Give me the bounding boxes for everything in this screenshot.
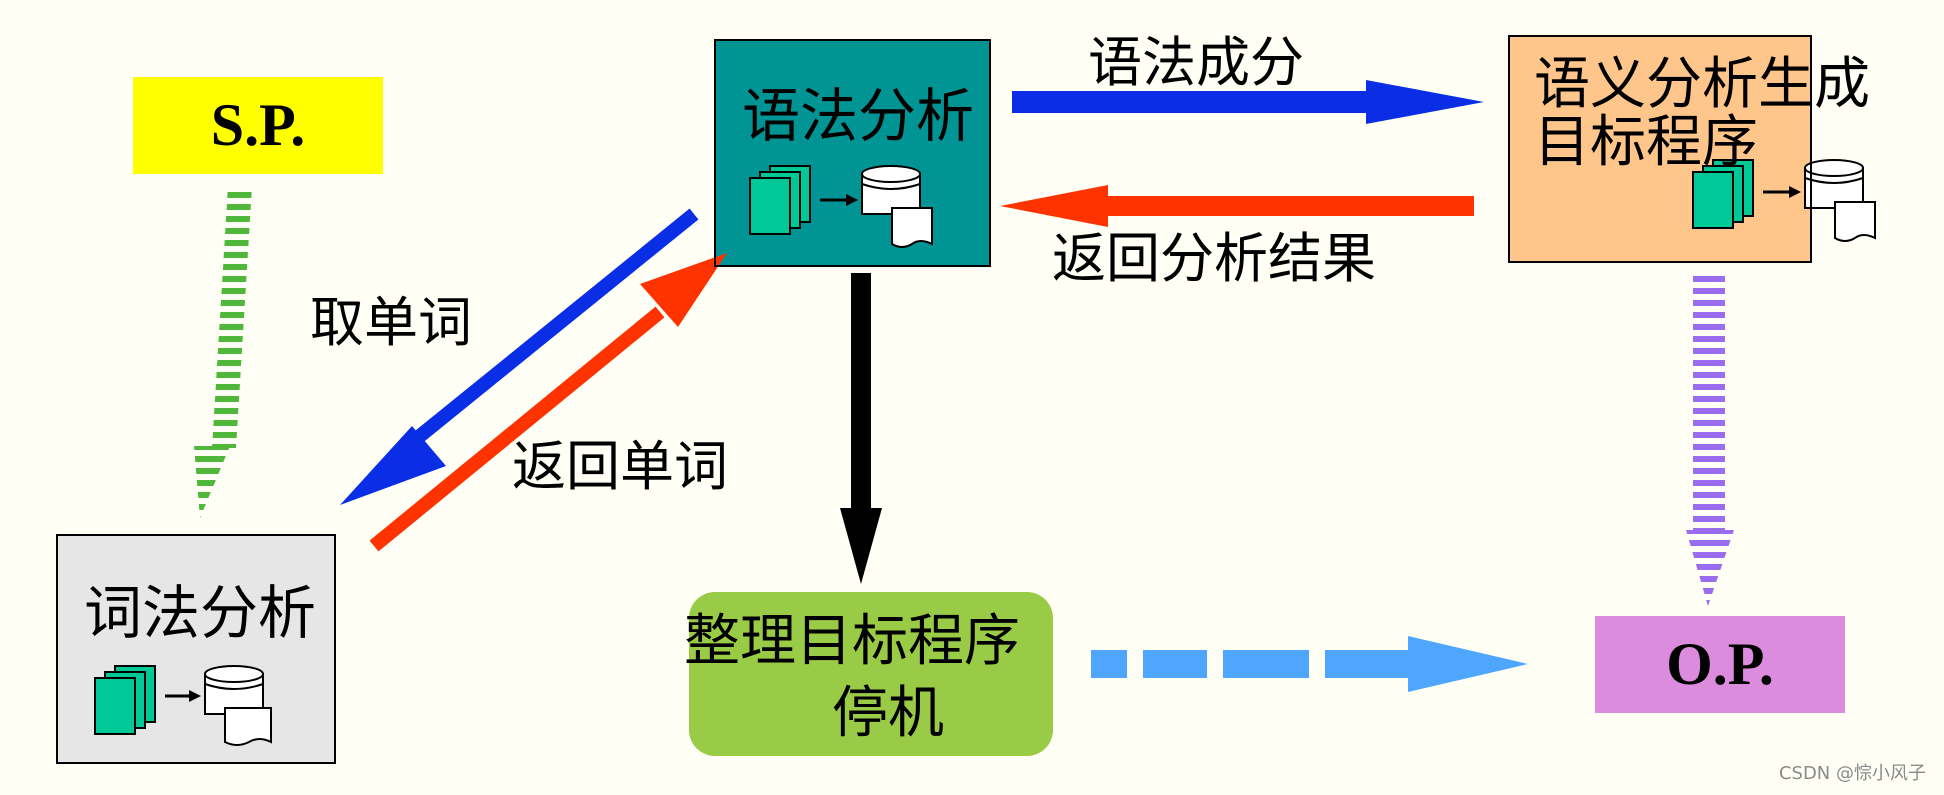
source-program-box: S.P.	[133, 77, 383, 174]
get-word-label: 取单词	[310, 291, 472, 354]
organize-target-program-label: 整理目标程序	[684, 609, 1020, 674]
organize-target-program-box: 整理目标程序 停机	[684, 592, 1053, 756]
get-word-arrow	[340, 208, 699, 505]
syntax-component-arrow	[1012, 80, 1484, 124]
semantic-analysis-box: 语义分析生成 目标程序	[1508, 35, 1870, 263]
syntax-analysis-label: 语法分析	[742, 82, 975, 150]
semantic-analysis-label-line1: 语义分析生成	[1534, 52, 1870, 117]
syntax-to-organize-arrow	[840, 273, 882, 584]
semantic-to-op-arrow	[1686, 273, 1734, 606]
semantic-analysis-label-line2: 目标程序	[1534, 110, 1758, 175]
organize-to-op-arrow	[1091, 636, 1528, 692]
syntax-component-label: 语法成分	[1088, 31, 1304, 94]
return-word-label: 返回单词	[512, 435, 728, 498]
output-program-box: O.P.	[1595, 616, 1845, 713]
source-program-label: S.P.	[210, 92, 306, 158]
return-analysis-result-arrow	[1000, 185, 1474, 227]
watermark: CSDN @悰小风子	[1778, 763, 1926, 784]
output-program-label: O.P.	[1666, 631, 1774, 697]
lexical-analysis-label: 词法分析	[84, 579, 317, 647]
semantic-analysis-bg	[1508, 35, 1812, 263]
return-analysis-result-label: 返回分析结果	[1052, 227, 1376, 290]
return-word-arrow	[369, 253, 727, 552]
syntax-process-icon	[749, 165, 933, 248]
semantic-process-icon	[1692, 159, 1876, 242]
halt-label: 停机	[832, 681, 944, 746]
lexical-process-icon	[94, 665, 272, 746]
sp-to-lexical-arrow	[194, 186, 252, 518]
lexical-analysis-box: 词法分析	[56, 534, 336, 764]
syntax-analysis-box: 语法分析	[714, 39, 991, 267]
